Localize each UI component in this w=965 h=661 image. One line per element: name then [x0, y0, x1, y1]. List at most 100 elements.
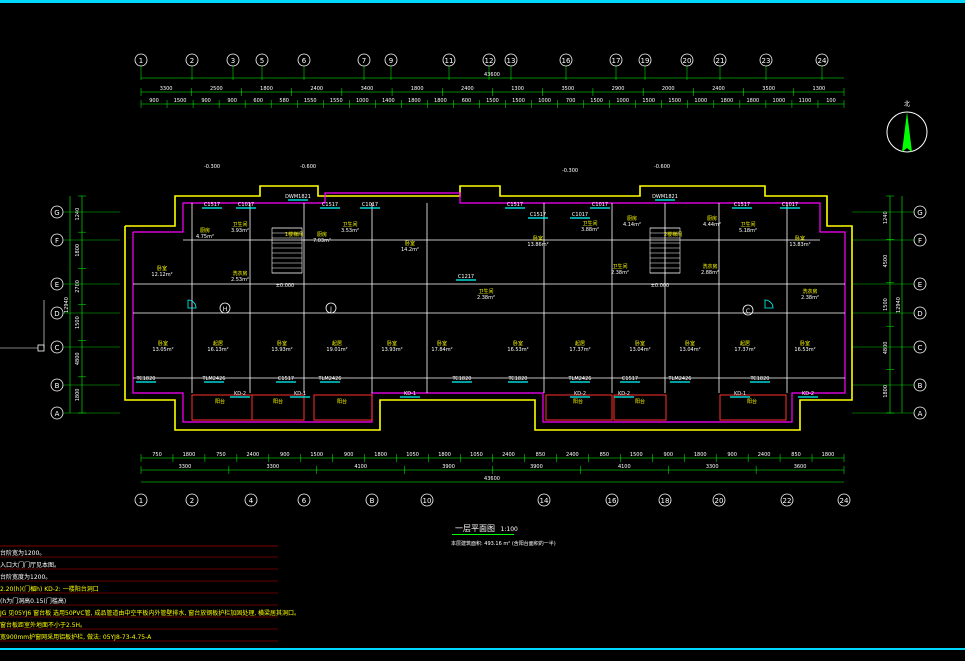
axis-label-bottom: 16 — [608, 497, 617, 505]
dim-top-1-value: 2400 — [461, 86, 474, 92]
room-name: 卧室 — [437, 340, 447, 347]
room-name: 卧室 — [405, 240, 415, 247]
dim-top-2-value: 600 — [462, 98, 472, 104]
room-name: 卧室 — [795, 235, 805, 242]
axis-label-bottom: 6 — [302, 497, 307, 505]
room-name: 卫生间 — [582, 220, 597, 227]
dim-bottom-2-value: 4100 — [354, 464, 367, 470]
window-tag: C1017 — [362, 202, 378, 208]
dim-right-value: 4500 — [883, 255, 889, 268]
window-tag: KD-2 — [234, 391, 246, 397]
dim-bottom-1-value: 750 — [152, 452, 162, 458]
dim-right-value: 1800 — [883, 385, 889, 398]
dim-top-1-value: 1800 — [411, 86, 424, 92]
balcony-outline — [313, 394, 373, 421]
axis-bubble — [605, 493, 619, 507]
window-tag: C1217 — [458, 274, 474, 280]
dim-top-2-value: 900 — [201, 98, 211, 104]
dim-top-2-value: 580 — [279, 98, 289, 104]
room-name: 卧室 — [635, 340, 645, 347]
balcony-outline — [545, 394, 613, 421]
walls — [124, 185, 853, 431]
axis-label-top: 19 — [641, 57, 650, 65]
room-area: 12.12m² — [151, 272, 172, 278]
dim-bottom-1-value: 1050 — [406, 452, 419, 458]
axis-label-bottom: B — [370, 497, 375, 505]
axis-label-top: 13 — [507, 57, 516, 65]
axis-label-left: B — [55, 382, 60, 390]
window-tag: TC1820 — [508, 376, 528, 382]
dim-bottom-2-value: 3900 — [442, 464, 455, 470]
room-name: 卧室 — [157, 265, 167, 272]
window-tag: KD-1 — [734, 391, 746, 397]
axis-label-top: 23 — [762, 57, 771, 65]
stair-tread-1-frame — [271, 227, 303, 274]
dim-top-1-value: 3500 — [561, 86, 574, 92]
dim-bottom-total: 43600 — [484, 476, 500, 482]
room-name: 阳台 — [215, 398, 225, 405]
window-tag: DWM1821 — [652, 194, 678, 200]
room-area: 2.38m² — [477, 295, 495, 301]
axis-label-top: 9 — [389, 57, 393, 65]
room-area: 19.01m² — [326, 347, 347, 353]
room-area: 16.13m² — [207, 347, 228, 353]
dim-bottom-2-value: 3300 — [706, 464, 719, 470]
axis-label-top: 16 — [562, 57, 571, 65]
axis-label-right: D — [917, 310, 922, 318]
axis-label-left: E — [55, 281, 59, 289]
window-tag: C1017 — [238, 202, 254, 208]
dim-top-1-value: 3400 — [361, 86, 374, 92]
area-note: 本层建筑面积: 493.16 m² (含阳台面积的一半) — [451, 541, 556, 547]
room-area: 3.88m² — [581, 227, 599, 233]
dim-top-2-value: 600 — [253, 98, 263, 104]
room-name: 卫生间 — [612, 263, 627, 270]
window-tag: TLM2426 — [668, 376, 692, 382]
dim-top-2-value: 1500 — [486, 98, 499, 104]
dim-bottom-1-value: 1500 — [310, 452, 323, 458]
room-name: 卧室 — [513, 340, 523, 347]
room-area: 3.53m² — [341, 228, 359, 234]
axis-bubble — [780, 493, 794, 507]
room-area: 4.44m² — [703, 222, 721, 228]
svg-text:北: 北 — [904, 100, 910, 108]
room-area: 17.37m² — [734, 347, 755, 353]
elevation-mark: ±0.000 — [651, 283, 670, 289]
elevation-mark: -0.300 — [562, 168, 578, 174]
dim-bottom-1-value: 850 — [791, 452, 801, 458]
room-area: 17.37m² — [569, 347, 590, 353]
dim-bottom-1-value: 900 — [663, 452, 673, 458]
room-name: 厨房 — [317, 231, 327, 238]
dim-bottom-1-value: 900 — [280, 452, 290, 458]
dim-bottom-2-value: 3600 — [794, 464, 807, 470]
axis-label-bottom: 18 — [661, 497, 670, 505]
elevation-mark: ±0.000 — [276, 283, 295, 289]
room-name: 厨房 — [707, 215, 717, 222]
room-area: 17.84m² — [431, 347, 452, 353]
room-area: 4.14m² — [623, 222, 641, 228]
room-name: 2楼梯间 — [664, 231, 682, 238]
axis-label-top: 6 — [302, 57, 307, 65]
room-name: 卧室 — [158, 340, 168, 347]
axis-label-top: 21 — [716, 57, 725, 65]
dim-bottom-1-value: 1800 — [183, 452, 196, 458]
room-area: 7.03m² — [313, 238, 331, 244]
axis-label-top: 12 — [485, 57, 494, 65]
dim-bottom-1-value: 1800 — [438, 452, 451, 458]
axis-label-internal: J — [329, 306, 332, 313]
room-area: 16.53m² — [794, 347, 815, 353]
axis-label-left: F — [55, 237, 59, 245]
dim-bottom-1-value: 1500 — [630, 452, 643, 458]
window-tag: C1017 — [592, 202, 608, 208]
door-swing-icon — [187, 299, 197, 309]
axis-label-top: 20 — [683, 57, 692, 65]
room-name: 洗衣房 — [802, 288, 817, 295]
note-line: 2.20(h)(门楣h) KD-2: 一楼阳台洞口 — [0, 586, 99, 593]
dim-top-2-value: 1000 — [773, 98, 786, 104]
room-name: 起居 — [740, 341, 750, 347]
note-line: (h为门洞高0.15(门槛高) — [0, 598, 67, 605]
dim-bottom-1-value: 1800 — [822, 452, 835, 458]
dim-bottom-1-value: 850 — [600, 452, 610, 458]
window-tag: KD-1 — [404, 391, 416, 397]
